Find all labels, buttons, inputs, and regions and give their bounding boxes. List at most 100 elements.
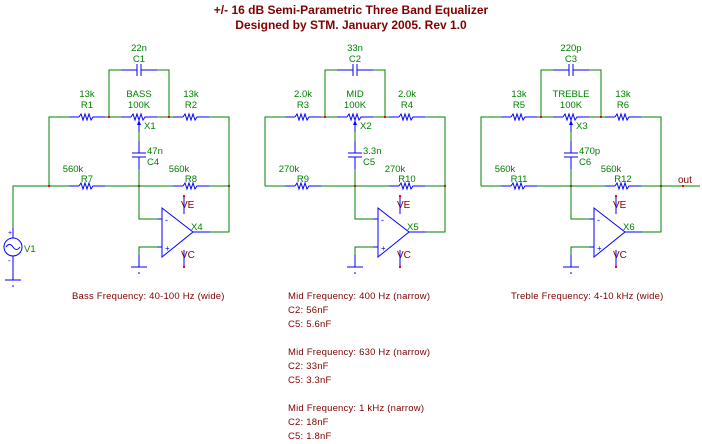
mid-note-line: Mid Frequency: 630 Hz (narrow) [288, 347, 431, 358]
treble-plus-mark: + [597, 244, 602, 253]
treble-r-left-ref: R5 [512, 100, 526, 111]
bass-r-right [182, 112, 199, 122]
junction-dot [168, 116, 170, 118]
mid-bridge-wire [373, 69, 386, 117]
bass-r-right-value: 13k [183, 89, 199, 100]
bass-ve-label: VE [181, 200, 195, 211]
bass-bridge-wire [108, 69, 121, 117]
mid-r-right-value: 2.0k [398, 89, 416, 100]
bass-vc-dot [183, 266, 185, 268]
treble-opamp-icon [593, 206, 626, 259]
mid-wiper-cap-value: 3.3n [363, 146, 382, 157]
treble-r-right-ref: R6 [616, 100, 630, 111]
treble-pot-name: TREBLE [552, 89, 590, 100]
mid-bridge-cap-value: 33n [347, 43, 363, 54]
bass-r-in-value: 560k [62, 164, 84, 175]
treble-opamp-ref: X6 [623, 222, 635, 233]
bass-r-fb-value: 560k [168, 164, 190, 175]
schematic-subtitle: Designed by STM. January 2005. Rev 1.0 [235, 18, 467, 32]
bass-minus-mark: - [165, 215, 168, 225]
treble-r-in [510, 181, 527, 191]
bass-pot-value: 100K [127, 100, 151, 111]
mid-opamp-ref: X5 [407, 222, 419, 233]
bass-r-left-ref: R1 [80, 100, 94, 111]
junction-dot [540, 116, 542, 118]
bass-right-rail [209, 116, 230, 186]
bass-pot-ref: X1 [144, 121, 156, 132]
bass-inv-wire [138, 186, 157, 220]
bass-note-line: Bass Frequency: 40-100 Hz (wide) [72, 291, 225, 302]
treble-r-fb [614, 181, 631, 191]
mid-note-line: C5: 3.3nF [288, 375, 332, 386]
treble-bridge-wire [540, 69, 553, 117]
mid-r-left [294, 112, 311, 122]
treble-bridge-cap-ref: C3 [564, 54, 578, 65]
mid-note-line: Mid Frequency: 400 Hz (narrow) [288, 291, 431, 302]
treble-ve-dot [615, 195, 617, 197]
bass-out-wire [210, 186, 230, 233]
mid-opamp-icon [377, 206, 410, 259]
junction-dot [384, 116, 386, 118]
bass-r-in-ref: R7 [80, 174, 94, 185]
mid-r-fb [398, 181, 415, 191]
mid-minus-mark: - [381, 215, 384, 225]
treble-out-wire [642, 186, 662, 233]
mid-r-right-ref: R4 [400, 100, 414, 111]
mid-note-line: C2: 56nF [288, 305, 329, 316]
bass-opamp-ref: X4 [191, 222, 203, 233]
mid-vc-dot [399, 266, 401, 268]
treble-vc-label: VC [613, 250, 627, 261]
mid-r-in [294, 181, 311, 191]
bass-bridge-cap-value: 22n [131, 43, 147, 54]
treble-r-fb-ref: R12 [614, 174, 632, 185]
mid-r-in-ref: R9 [296, 174, 310, 185]
bass-r-fb-ref: R8 [184, 174, 198, 185]
bass-r-left [78, 112, 95, 122]
treble-pot [562, 112, 579, 122]
bass-opamp-icon [161, 206, 194, 259]
bass-pot [130, 112, 147, 122]
mid-pot [346, 112, 363, 122]
junction-dot [324, 116, 326, 118]
bass-wiper-cap-ref: C4 [147, 157, 160, 168]
treble-ve-label: VE [613, 200, 627, 211]
bass-bridge-wire [157, 69, 170, 117]
treble-vc-dot [615, 266, 617, 268]
minus-mark: - [8, 256, 11, 265]
bass-r-left-value: 13k [79, 89, 95, 100]
treble-r-fb-value: 560k [600, 164, 622, 175]
mid-wiper-cap-ref: C5 [363, 157, 376, 168]
treble-r-in-value: 560k [494, 164, 516, 175]
mid-right-rail [425, 116, 446, 186]
mid-pot-value: 100K [343, 100, 367, 111]
bass-r-right-ref: R2 [184, 100, 198, 111]
junction-dot [600, 116, 602, 118]
plus-mark: + [8, 230, 12, 237]
mid-noninv-wire [354, 246, 373, 255]
treble-r-right [614, 112, 631, 122]
bass-noninv-wire [138, 246, 157, 255]
source-ref-label: V1 [24, 244, 36, 255]
junction-dot [108, 116, 110, 118]
treble-pot-ref: X3 [576, 121, 588, 132]
treble-bridge-cap-value: 220p [560, 43, 582, 54]
treble-inv-wire [570, 186, 589, 220]
bass-r-fb [182, 181, 199, 191]
mid-note-line: C5: 1.8nF [288, 431, 332, 442]
mid-inv-wire [354, 186, 373, 220]
mid-r-fb-value: 270k [384, 164, 406, 175]
bass-vc-label: VC [181, 250, 195, 261]
treble-minus-mark: - [597, 215, 600, 225]
sine-wave-icon [5, 244, 21, 250]
mid-r-left-value: 2.0k [294, 89, 312, 100]
mid-vc-label: VC [397, 250, 411, 261]
schematic-canvas: +--+-+-+ [3, 64, 700, 287]
mid-pot-ref: X2 [360, 121, 372, 132]
mid-ve-label: VE [397, 200, 411, 211]
bass-bridge-cap-ref: C1 [132, 54, 146, 65]
treble-bridge-wire [589, 69, 602, 117]
bass-left-rail [48, 116, 69, 186]
mid-note-line: Mid Frequency: 1 kHz (narrow) [288, 403, 425, 414]
mid-r-in-value: 270k [278, 164, 300, 175]
mid-bridge-wire [324, 69, 337, 117]
